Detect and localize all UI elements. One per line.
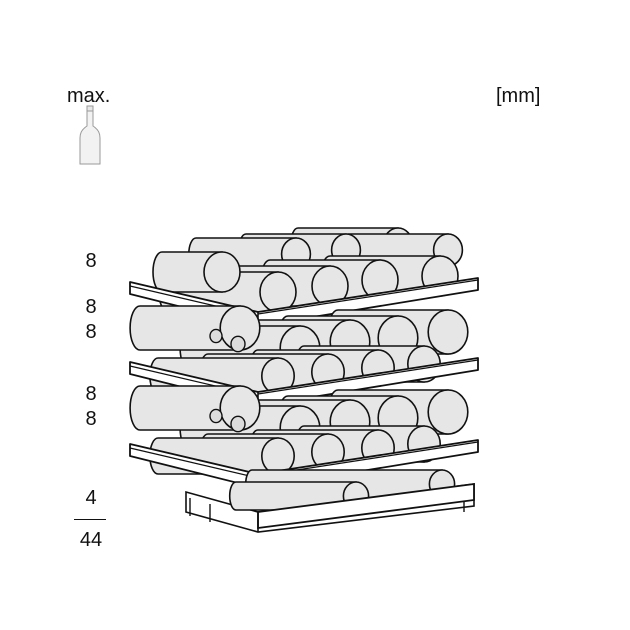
count-shelf-2-b: 8 — [85, 321, 97, 343]
wine-bottle-icon — [79, 105, 101, 165]
count-shelf-3-b: 8 — [85, 408, 97, 430]
count-shelf-3-a: 8 — [85, 383, 97, 405]
count-shelf-4-a: 4 — [85, 487, 97, 509]
bottle-top-side — [152, 251, 241, 293]
count-shelf-2-a: 8 — [85, 296, 97, 318]
bottle-shelf-2-neck-1 — [230, 335, 246, 353]
max-label: max. — [67, 85, 111, 107]
total-divider — [74, 519, 106, 520]
count-shelf-1-a: 8 — [85, 250, 97, 272]
bottle-shelf-2-neck-2 — [209, 328, 223, 344]
shelf-3-frame-edge — [129, 447, 259, 479]
bottle-shelf-3-neck-1 — [230, 415, 246, 433]
bottle-shelf-3-neck-2 — [209, 408, 223, 424]
shelf-1-frame-front — [257, 279, 479, 315]
unit-label: [mm] — [496, 85, 541, 107]
total-count: 44 — [79, 529, 103, 551]
shelf-2-frame-front — [257, 359, 479, 395]
